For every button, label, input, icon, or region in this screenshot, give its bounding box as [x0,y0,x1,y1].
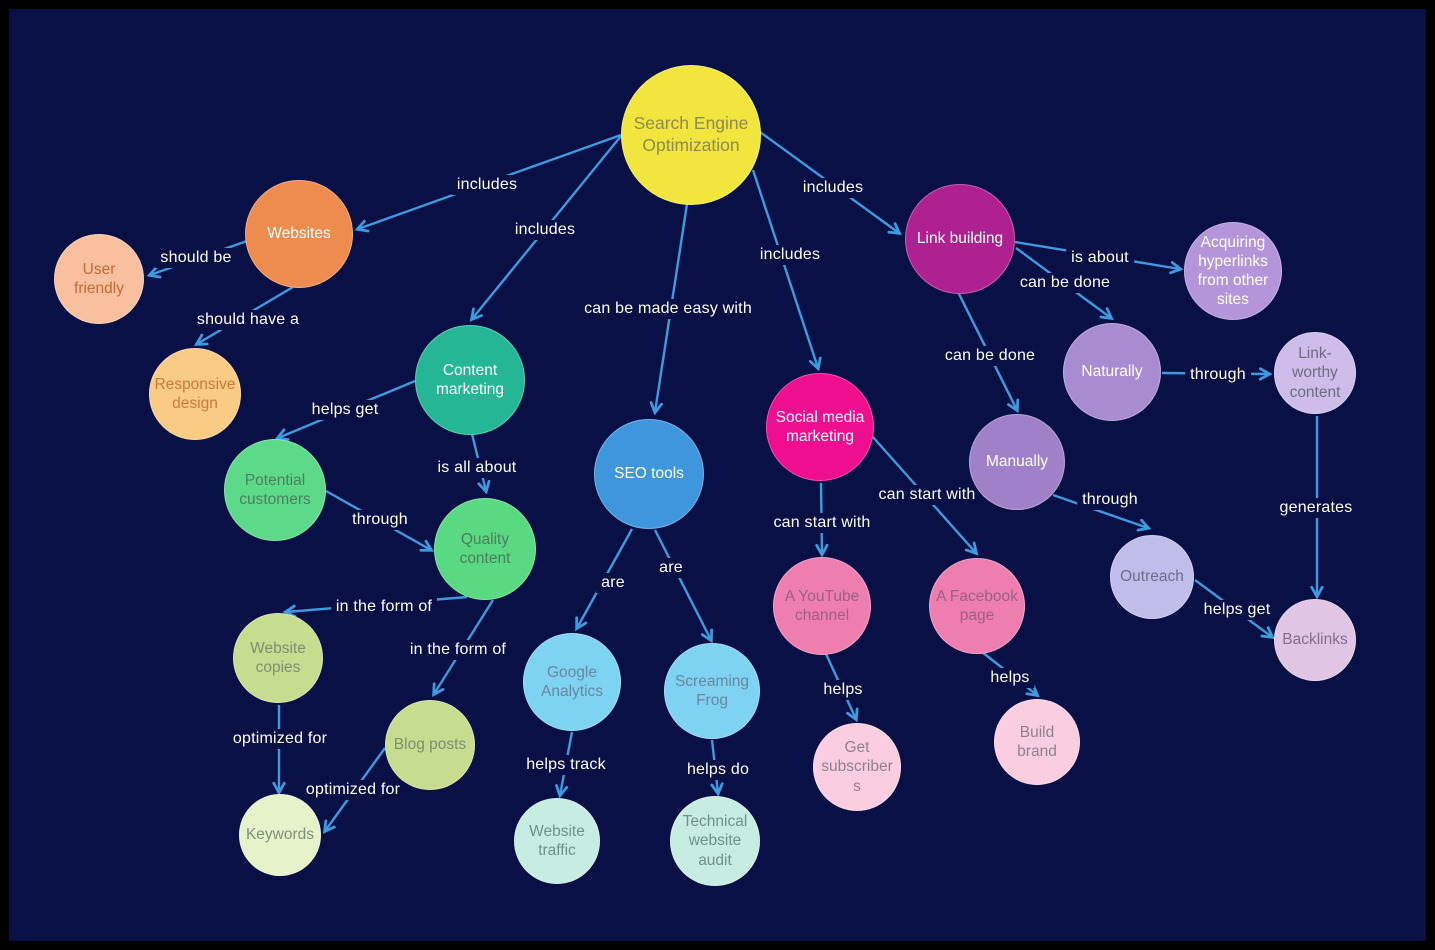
node-naturally[interactable]: Naturally [1063,323,1161,421]
node-label: Build brand [1017,723,1057,760]
node-label: Content marketing [435,361,505,398]
edge-label-social_media_marketing-youtube_channel: can start with [768,513,876,533]
node-content_marketing[interactable]: Content marketing [415,325,525,435]
edge-label-manually-outreach: through [1077,490,1143,510]
edge-label-link_worthy_content-backlinks: generates [1274,498,1358,518]
node-label: Outreach [1120,568,1184,586]
edge-label-seo-link_building: includes [797,178,869,198]
edge-label-social_media_marketing-facebook_page: can start with [873,485,981,505]
node-label: Screaming Frog [674,672,750,709]
node-youtube_channel[interactable]: A YouTube channel [773,557,871,655]
edge-label-seo-websites: includes [451,175,523,195]
node-technical_website_audit[interactable]: Technical website audit [670,796,760,886]
node-acquiring_hyperlinks[interactable]: Acquiring hyperlinks from other sites [1184,222,1282,320]
edge-label-websites-responsive_design: should have a [191,310,305,330]
node-label: A Facebook page [936,587,1018,624]
node-backlinks[interactable]: Backlinks [1274,599,1356,681]
node-user_friendly[interactable]: User friendly [54,234,144,324]
edge-label-content_marketing-quality_content: is all about [432,458,522,478]
edge-label-seo-seo_tools: can be made easy with [579,299,757,319]
edge-label-website_copies-keywords: optimized for [227,729,333,749]
node-link_worthy_content[interactable]: Link- worthy content [1274,332,1356,414]
node-label: Naturally [1081,363,1143,381]
node-label: Website copies [250,639,306,676]
node-manually[interactable]: Manually [969,414,1065,510]
edge-label-link_building-naturally: can be done [1014,273,1116,293]
node-label: Technical website audit [682,813,748,869]
edge-label-link_building-acquiring_hyperlinks: is about [1066,248,1134,268]
edge-label-link_building-manually: can be done [939,346,1041,366]
node-facebook_page[interactable]: A Facebook page [929,558,1025,654]
node-get_subscribers[interactable]: Get subscriber s [813,723,901,811]
edge-label-seo-social_media_marketing: includes [754,245,826,265]
edge-label-outreach-backlinks: helps get [1198,600,1276,620]
node-label: Blog posts [393,736,467,754]
node-quality_content[interactable]: Quality content [434,498,536,600]
node-social_media_marketing[interactable]: Social media marketing [766,373,874,481]
edge-label-facebook_page-build_brand: helps [985,668,1035,688]
node-websites[interactable]: Websites [245,180,353,288]
node-label: Search Engine Optimization [633,113,749,155]
edge-label-seo_tools-google_analytics: are [596,573,630,593]
edge-label-naturally-link_worthy_content: through [1185,365,1251,385]
edge-label-quality_content-website_copies: in the form of [330,597,438,617]
edge-label-google_analytics-website_traffic: helps track [521,755,611,775]
node-website_copies[interactable]: Website copies [233,613,323,703]
edge-label-youtube_channel-get_subscribers: helps [818,680,868,700]
node-label: Link- worthy content [1289,345,1341,401]
node-label: Social media marketing [775,408,865,445]
node-label: Quality content [459,530,511,567]
edge-label-screaming_frog-technical_website_audit: helps do [681,760,755,780]
edge-label-seo-content_marketing: includes [509,220,581,240]
node-label: Acquiring hyperlinks from other sites [1197,233,1269,309]
node-label: Google Analytics [540,663,604,700]
node-label: Manually [985,453,1049,471]
node-label: SEO tools [614,465,684,483]
node-build_brand[interactable]: Build brand [994,699,1080,785]
node-label: Keywords [245,826,315,844]
node-label: Get subscriber s [821,739,893,795]
node-label: Potential customers [239,471,311,508]
node-label: Link building [916,230,1004,248]
node-seo[interactable]: Search Engine Optimization [621,65,761,205]
node-label: Website traffic [529,822,585,859]
node-keywords[interactable]: Keywords [239,794,321,876]
edge-manually-outreach [1052,493,1152,532]
node-blog_posts[interactable]: Blog posts [385,700,475,790]
edge-seo_tools-screaming_frog [653,529,714,644]
edge-label-websites-user_friendly: should be [155,248,237,268]
node-link_building[interactable]: Link building [905,184,1015,294]
node-website_traffic[interactable]: Website traffic [514,798,600,884]
edge-label-quality_content-blog_posts: in the form of [404,640,512,660]
node-potential_customers[interactable]: Potential customers [224,439,326,541]
node-label: User friendly [74,260,124,297]
node-responsive_design[interactable]: Responsive design [149,348,241,440]
edge-label-seo_tools-screaming_frog: are [654,558,688,578]
edge-label-potential_customers-quality_content: through [347,510,413,530]
edge-seo-social_media_marketing [751,169,822,372]
node-google_analytics[interactable]: Google Analytics [523,633,621,731]
node-label: Websites [267,225,331,243]
edge-label-content_marketing-potential_customers: helps get [306,400,384,420]
node-outreach[interactable]: Outreach [1110,535,1194,619]
node-label: Backlinks [1282,631,1348,649]
node-screaming_frog[interactable]: Screaming Frog [664,643,760,739]
node-label: A YouTube channel [784,587,860,624]
edge-label-blog_posts-keywords: optimized for [300,780,406,800]
node-seo_tools[interactable]: SEO tools [594,419,704,529]
node-label: Responsive design [154,375,236,412]
